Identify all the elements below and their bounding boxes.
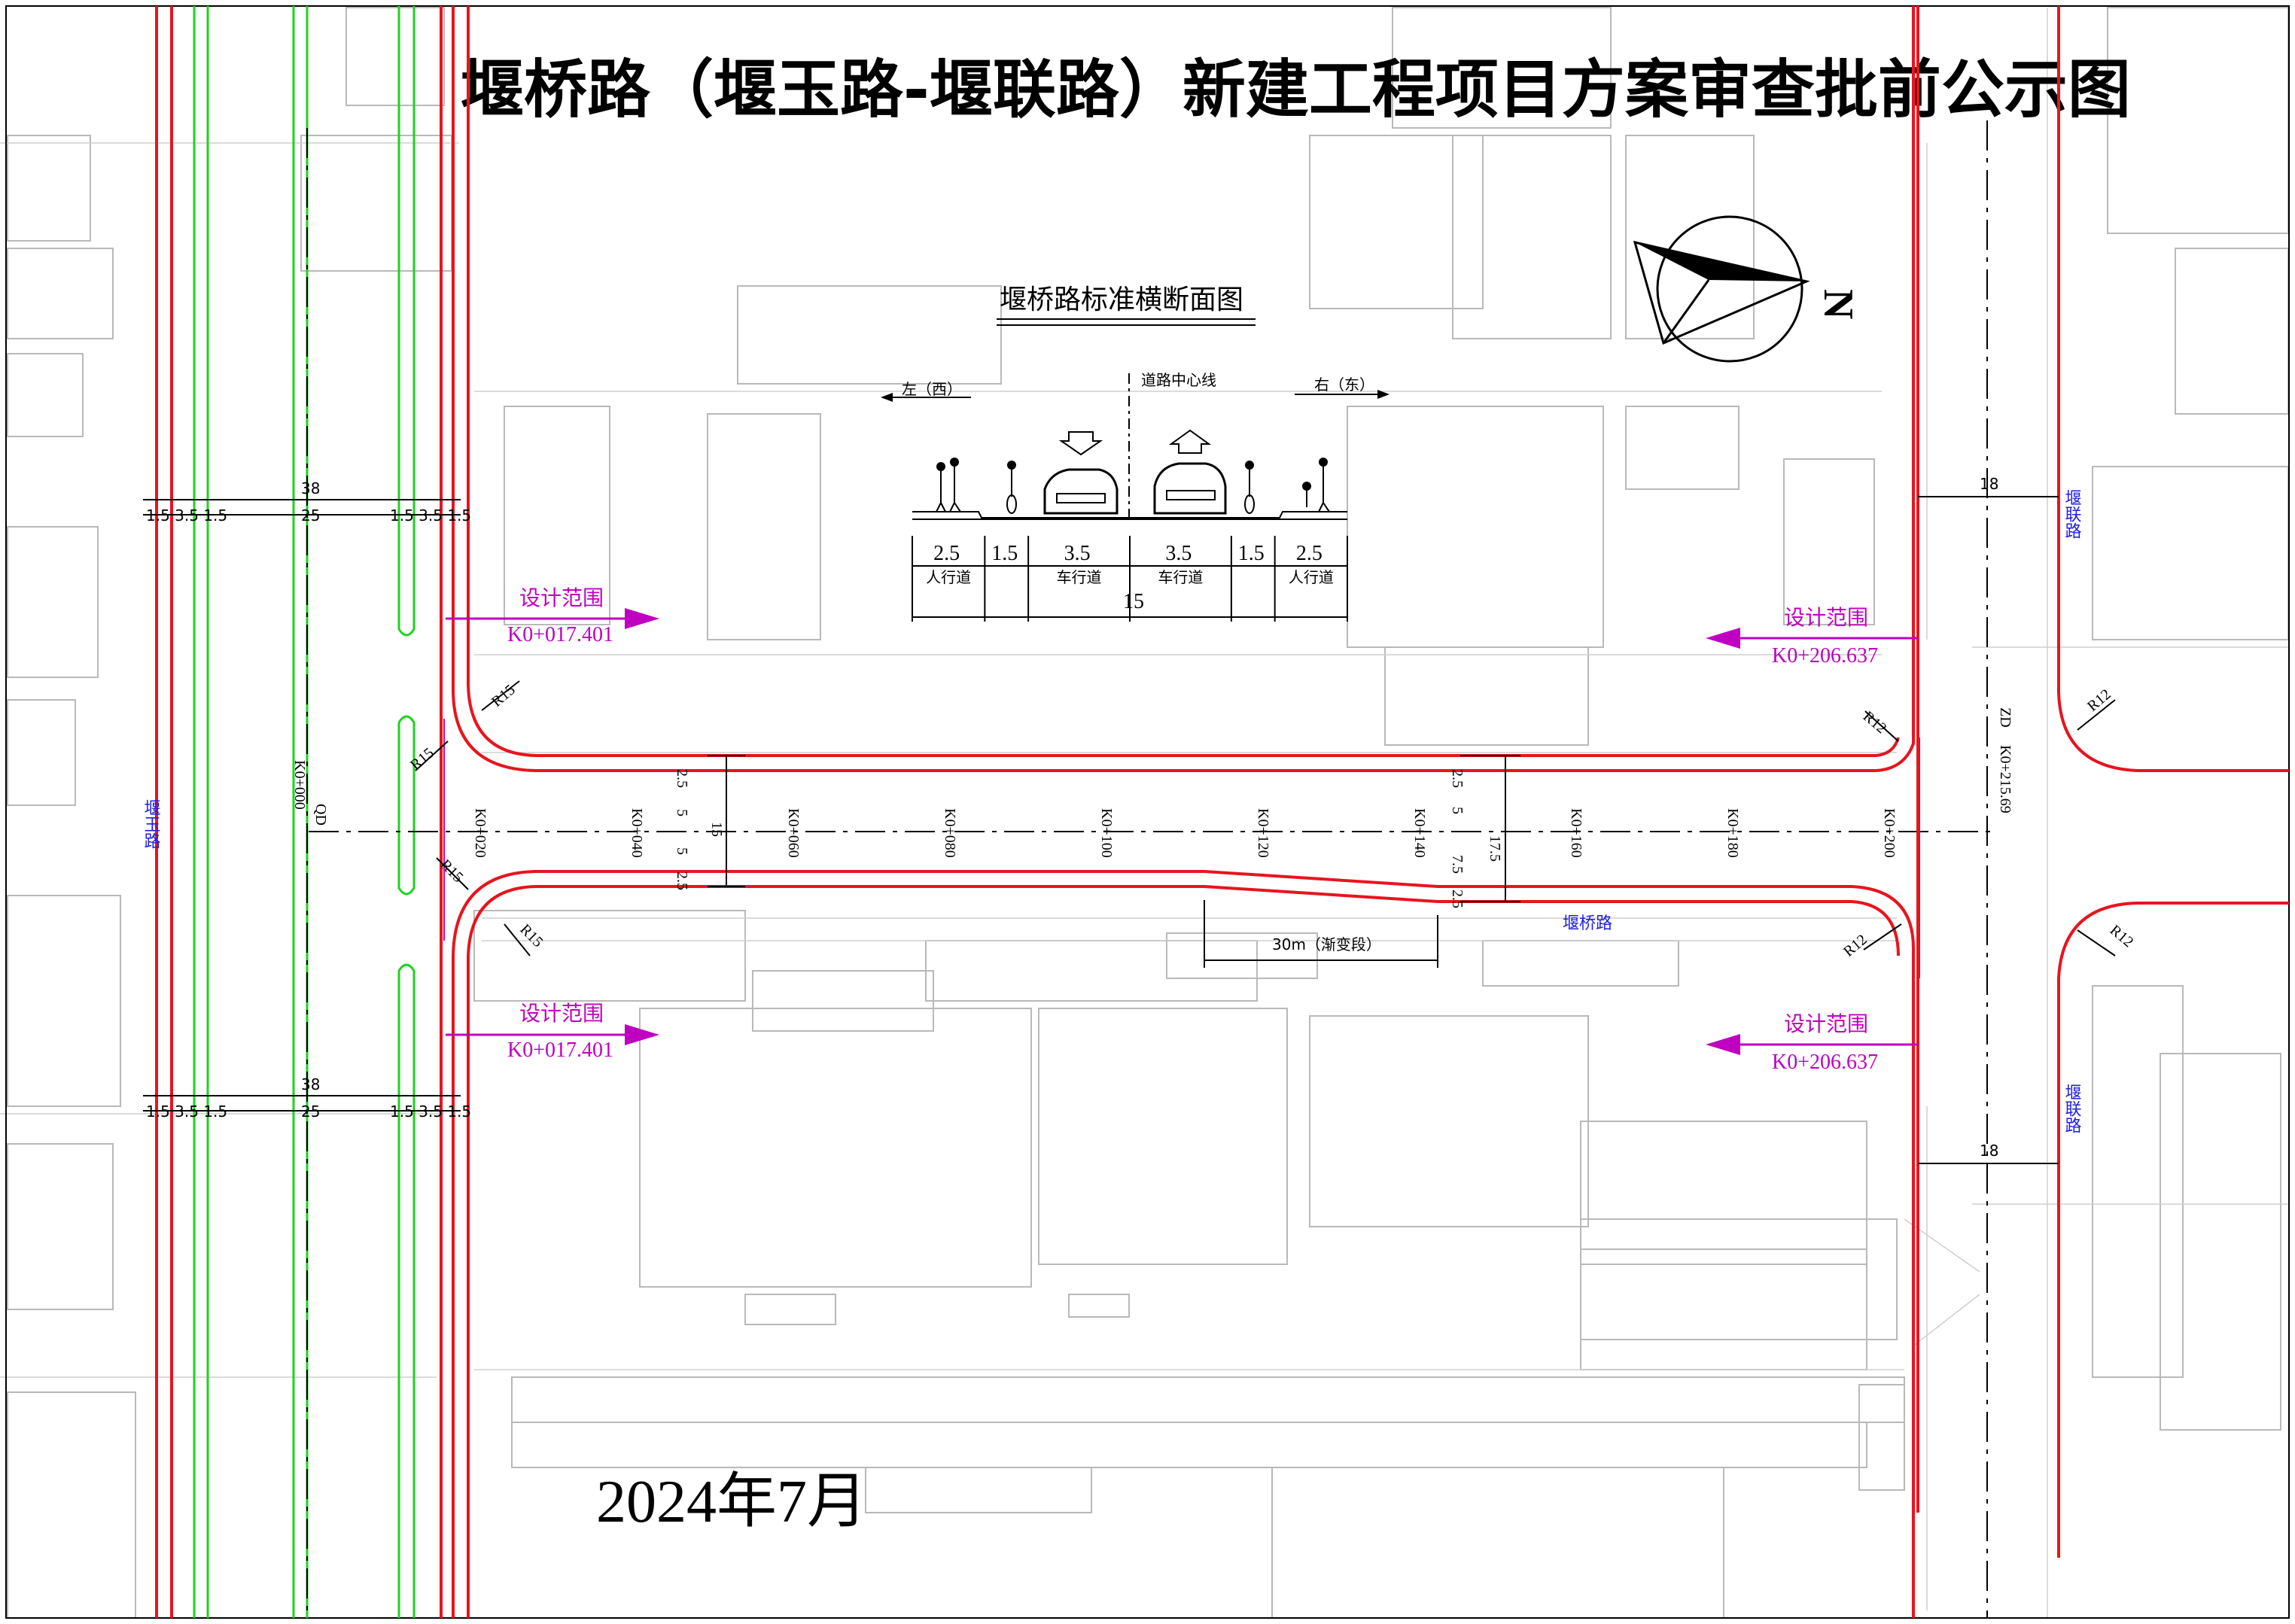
end-station: K0+215.69 <box>1997 745 2013 814</box>
yanlian-road <box>1916 6 2289 1558</box>
label-yanyu-road: 堰玉路 <box>142 799 161 849</box>
design-range-station-rb: K0+206.637 <box>1772 1051 1878 1074</box>
radius-sw-outer: R15 <box>516 921 546 950</box>
background-buildings <box>7 7 2289 1619</box>
lane-width: 2.5 <box>1296 542 1323 565</box>
background-lines <box>0 8 2288 1618</box>
yanyu-parts-left-top: 1.5 3.5 1.5 <box>146 506 227 525</box>
bicycle-left-icon <box>1006 461 1017 514</box>
centerline-label: 道路中心线 <box>1141 371 1216 389</box>
design-range-right-top: 设计范围 K0+206.637 <box>1706 605 1918 668</box>
design-range-station-rt: K0+206.637 <box>1772 644 1878 668</box>
width-right-2: 5 <box>1449 807 1466 814</box>
start-station: K0+000 <box>291 760 308 810</box>
label-yanlian-road-bottom: 堰联路 <box>2062 1084 2082 1133</box>
yanyu-total-bottom: 38 <box>301 1075 320 1093</box>
end-label: ZD <box>1997 707 2013 728</box>
radius-ne: R12 <box>1860 708 1890 737</box>
width-right-total: 17.5 <box>1487 835 1503 862</box>
station-label: K0+160 <box>1568 808 1584 858</box>
radius-yanlian-se: R12 <box>2107 922 2137 950</box>
design-range-label-rt: 设计范围 <box>1784 605 1868 630</box>
cross-section-ticks: 2.5 1.5 3.5 3.5 1.5 2.5 人行道 车行道 车行道 人行道 <box>912 536 1348 622</box>
station-label: K0+100 <box>1098 808 1115 858</box>
station-label: K0+060 <box>785 808 802 858</box>
pedestrian-left-icon <box>936 458 961 512</box>
lane-width: 1.5 <box>991 542 1018 565</box>
station-label: K0+140 <box>1411 808 1428 858</box>
design-range-right-bottom: 设计范围 K0+206.637 <box>1706 1011 1918 1074</box>
station-label: K0+200 <box>1881 808 1898 858</box>
car-right-icon <box>1153 429 1227 515</box>
yanyu-dims-top: 38 25 1.5 3.5 1.5 1.5 3.5 1.5 <box>143 479 471 525</box>
cross-section-total: 15 <box>1123 590 1144 613</box>
width-dims-left: 2.5 5 5 2.5 15 <box>674 755 745 890</box>
station-label: K0+120 <box>1255 808 1271 858</box>
station-label: K0+020 <box>472 808 489 858</box>
right-direction-label: 右（东） <box>1314 376 1374 394</box>
left-direction-label: 左（西） <box>902 380 962 398</box>
bicycle-right-icon <box>1244 461 1255 514</box>
design-range-label-rb: 设计范围 <box>1784 1011 1868 1036</box>
design-range-label-lb: 设计范围 <box>519 1001 604 1026</box>
car-left-icon <box>1043 431 1119 515</box>
yanyu-total-top: 38 <box>301 479 320 497</box>
label-yanlian-road-top: 堰联路 <box>2062 489 2082 539</box>
design-range-station-lb: K0+017.401 <box>507 1039 613 1062</box>
yanlian-width-dims: 18 18 <box>1918 475 2059 1164</box>
transition-dim: 30m（渐变段） <box>1204 900 1438 968</box>
cross-section-panel: 堰桥路标准横断面图 道路中心线 左（西） 右（东） <box>881 284 1389 622</box>
width-left-2: 5 <box>674 809 690 817</box>
cross-section-title: 堰桥路标准横断面图 <box>1000 284 1243 315</box>
drawing-title: 堰桥路（堰玉路-堰联路）新建工程项目方案审查批前公示图 <box>461 53 2131 126</box>
north-arrow-icon: N <box>1633 215 1861 363</box>
yanlian-width-top: 18 <box>1980 475 1998 493</box>
design-range-left-bottom: 设计范围 K0+017.401 <box>446 1001 659 1062</box>
lane-width: 3.5 <box>1064 542 1091 565</box>
transition-label: 30m（渐变段） <box>1272 935 1381 953</box>
yanlian-width-bottom: 18 <box>1980 1142 1998 1160</box>
station-label: K0+040 <box>629 808 645 858</box>
north-label: N <box>1815 289 1861 319</box>
design-range-label-lt: 设计范围 <box>519 585 604 610</box>
design-range-station-lt: K0+017.401 <box>507 623 613 646</box>
lane-label: 车行道 <box>1057 568 1102 586</box>
yanyu-dims-bottom: 38 25 1.5 3.5 1.5 1.5 3.5 1.5 <box>143 1075 471 1121</box>
drawing-border <box>5 5 2290 1619</box>
width-right-1: 2.5 <box>1449 769 1466 788</box>
label-yanqiao-road: 堰桥路 <box>1563 914 1612 933</box>
yanyu-parts-right-top: 1.5 3.5 1.5 <box>390 506 471 525</box>
radius-nw-inner: R15 <box>407 745 437 774</box>
lane-label: 车行道 <box>1158 568 1203 586</box>
width-left-3: 5 <box>674 847 690 855</box>
lane-label: 人行道 <box>1289 568 1334 586</box>
yanyu-parts-left-bottom: 1.5 3.5 1.5 <box>146 1102 227 1121</box>
start-label: QD <box>312 804 329 826</box>
yanyu-parts-right-bottom: 1.5 3.5 1.5 <box>390 1102 471 1121</box>
yanyu-road <box>155 6 1995 1618</box>
width-left-1: 2.5 <box>674 769 690 788</box>
width-dims-right: 2.5 5 7.5 2.5 17.5 <box>1449 755 1520 908</box>
design-range-left-top: 设计范围 K0+017.401 <box>446 585 659 646</box>
width-left-total: 15 <box>708 822 725 837</box>
yanyu-center-top: 25 <box>301 506 320 525</box>
lane-width: 3.5 <box>1165 542 1192 565</box>
yanyu-center-bottom: 25 <box>301 1102 320 1121</box>
radius-se: R12 <box>1840 932 1870 960</box>
width-right-3: 7.5 <box>1449 855 1466 874</box>
station-labels: K0+020 K0+040 K0+060 K0+080 K0+100 K0+120 K0+1… <box>472 808 1898 858</box>
lane-label: 人行道 <box>926 568 971 586</box>
drawing-date: 2024年7月 <box>596 1469 867 1535</box>
pedestrian-right-icon <box>1302 458 1330 512</box>
lane-width: 2.5 <box>933 542 960 565</box>
lane-width: 1.5 <box>1238 542 1265 565</box>
width-right-4: 2.5 <box>1449 890 1466 908</box>
station-label: K0+180 <box>1724 808 1741 858</box>
width-left-4: 2.5 <box>674 871 690 890</box>
radius-yanlian-ne: R12 <box>2084 686 2114 715</box>
station-label: K0+080 <box>942 808 958 858</box>
